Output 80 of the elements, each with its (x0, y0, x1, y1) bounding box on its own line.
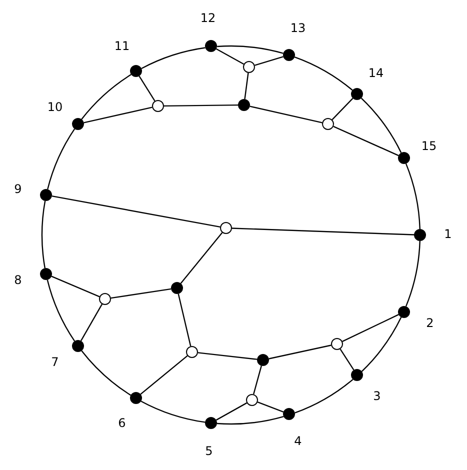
arc-edge (81, 350, 132, 396)
edge-line (250, 106, 322, 124)
arc-edge (81, 74, 132, 120)
open-vertex (331, 338, 343, 350)
edge-line (340, 348, 354, 370)
arc-edge (47, 128, 76, 190)
edge-line (51, 276, 100, 298)
filled-vertex (283, 49, 295, 61)
vertex-number: 2 (426, 316, 434, 330)
edge-line (178, 294, 192, 346)
filled-vertex (171, 282, 183, 294)
arc-edge (41, 200, 46, 268)
filled-vertex (72, 340, 84, 352)
filled-vertex (205, 40, 217, 52)
edge-line (216, 48, 244, 65)
edge-line (333, 126, 399, 156)
arc-edge (360, 98, 402, 153)
edge-line (254, 56, 284, 66)
vertex-number: 8 (14, 273, 22, 287)
open-vertex (243, 61, 255, 73)
vertex-number: 10 (47, 100, 63, 114)
edge-line (140, 355, 188, 395)
vertex-number: 12 (200, 11, 216, 25)
arc-edge (217, 45, 284, 54)
open-vertex (186, 346, 198, 358)
edge-line (198, 352, 258, 360)
filled-vertex (351, 369, 363, 381)
vertex-number: 9 (14, 182, 22, 196)
vertex-number: 15 (421, 139, 437, 153)
filled-vertex (283, 408, 295, 420)
open-vertex (99, 293, 111, 305)
open-vertex (246, 394, 258, 406)
edge-line (253, 366, 262, 394)
vertex-number: 4 (294, 434, 302, 448)
filled-vertex (40, 268, 52, 280)
filled-vertex (414, 229, 426, 241)
edge-line (180, 232, 223, 284)
vertex-number: 6 (118, 416, 126, 430)
filled-vertex (130, 392, 142, 404)
edge-line (342, 314, 399, 342)
edge-line (138, 76, 156, 102)
vertex-number: 14 (368, 66, 384, 80)
edge-line (257, 402, 284, 412)
vertex-number: 1 (444, 227, 452, 241)
filled-vertex (130, 65, 142, 77)
open-vertex (152, 100, 164, 112)
edge-line (332, 98, 354, 120)
edge-line (84, 106, 152, 124)
vertex-number: 5 (205, 444, 213, 458)
arc-edge (405, 163, 420, 230)
arc-edge (216, 416, 284, 425)
arc-edge (294, 56, 353, 91)
vertex-number: 13 (290, 21, 306, 35)
edge-line (110, 288, 172, 299)
edge-line (164, 104, 238, 107)
arc-edge (294, 378, 354, 414)
vertex-number: 3 (373, 389, 381, 403)
edge-line (232, 228, 414, 236)
filled-vertex (398, 306, 410, 318)
filled-vertex (72, 118, 84, 130)
filled-vertex (205, 417, 217, 429)
open-vertex (220, 222, 232, 234)
arc-edge (405, 240, 420, 307)
filled-vertex (398, 152, 410, 164)
open-vertex (322, 118, 334, 130)
arc-edge (141, 47, 206, 70)
filled-vertex (40, 189, 52, 201)
edge-line (244, 72, 249, 100)
arc-edge (140, 400, 206, 423)
edge-line (216, 402, 248, 421)
edge-line (52, 195, 220, 228)
arc-edge (46, 280, 76, 342)
vertex-number: 11 (114, 39, 130, 53)
edge-line (268, 344, 332, 360)
vertex-number: 7 (51, 355, 59, 369)
arc-edge (361, 317, 402, 372)
filled-vertex (351, 88, 363, 100)
edge-line (80, 304, 103, 342)
filled-vertex (257, 354, 269, 366)
filled-vertex (238, 99, 250, 111)
